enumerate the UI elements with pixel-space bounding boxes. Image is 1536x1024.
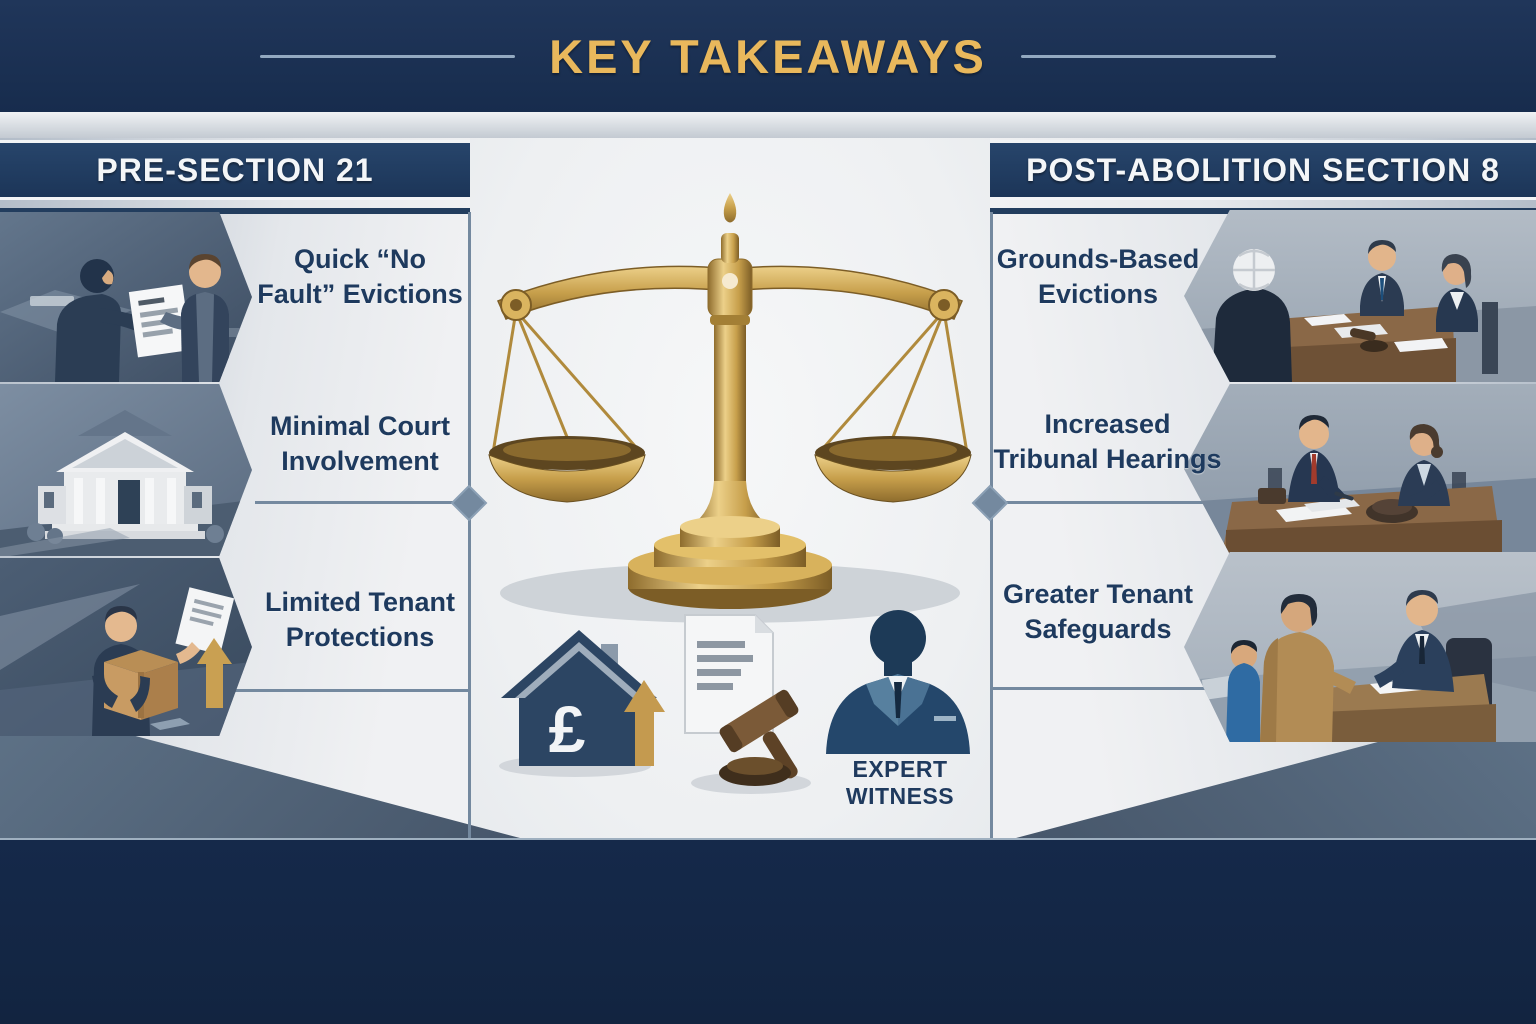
scales-of-justice-icon	[488, 193, 972, 623]
list-item	[0, 384, 252, 556]
subheader-stripe	[0, 112, 1536, 138]
family-meeting-scene	[1184, 552, 1536, 742]
left-header-underline	[0, 208, 470, 214]
bottom-band	[0, 838, 1536, 1024]
tribunal-hearing-scene	[1184, 384, 1536, 554]
left-item-label-3: Limited Tenant Protections	[264, 586, 455, 652]
house-price-rise-icon: £	[499, 630, 665, 777]
divider-line-left	[468, 212, 471, 838]
expert-witness-icon	[826, 610, 970, 754]
divider-line-right	[990, 212, 993, 838]
eviction-notice-scene	[0, 212, 252, 382]
right-item-label-1: Grounds-Based Evictions	[996, 243, 1200, 309]
list-item	[1184, 552, 1536, 742]
connector-line	[993, 501, 1206, 504]
title-rule-right	[1020, 54, 1276, 58]
title-rule-left	[260, 54, 516, 58]
courtroom-judge-scene	[1184, 210, 1536, 382]
left-panel-header: PRE-SECTION 21	[0, 140, 470, 200]
right-panel-header: POST-ABOLITION SECTION 8	[990, 140, 1536, 200]
list-item	[0, 212, 252, 382]
connector-line	[255, 501, 468, 504]
pound-symbol: £	[549, 692, 586, 766]
right-item-label-2: Increased Tribunal Hearings	[993, 408, 1222, 474]
left-item-label-1: Quick “No Fault” Evictions	[257, 243, 463, 309]
left-item-label-2: Minimal Court Involvement	[270, 410, 450, 476]
moving-out-scene	[0, 558, 252, 736]
page-title: KEY TAKEAWAYS	[549, 29, 987, 83]
expert-witness-label: EXPERT WITNESS	[845, 756, 955, 809]
list-item	[0, 558, 252, 736]
right-item-label-3: Greater Tenant Safeguards	[1002, 578, 1194, 644]
connector-line	[180, 689, 468, 692]
courthouse-scene	[0, 384, 252, 556]
legal-document-gavel-icon	[684, 614, 811, 794]
title-band: KEY TAKEAWAYS	[0, 0, 1536, 112]
connector-line	[993, 687, 1293, 690]
list-item	[1184, 384, 1536, 554]
list-item	[1184, 210, 1536, 382]
